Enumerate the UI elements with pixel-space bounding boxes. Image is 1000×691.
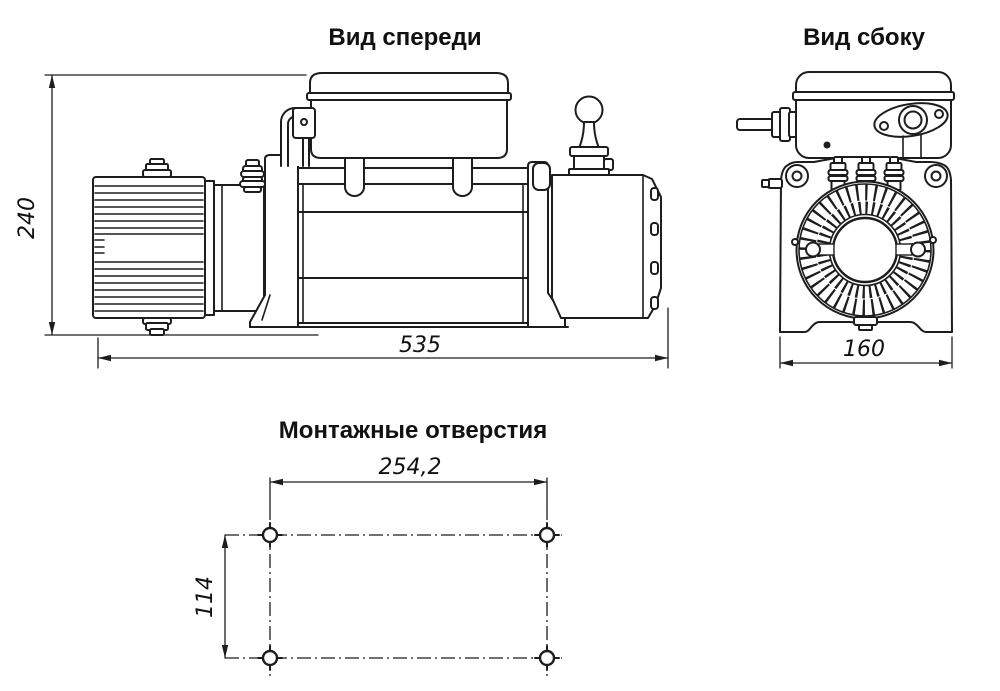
front-view: Вид спереди	[15, 24, 669, 369]
dimension-width-160: 160	[779, 336, 953, 369]
dimension-height-114: 114	[193, 534, 229, 659]
dimension-height-240: 240	[15, 74, 319, 336]
rope-anchor-tab	[532, 162, 551, 191]
side-view-title: Вид сбоку	[803, 24, 926, 51]
motor-top-bolt	[142, 158, 172, 178]
side-view: Вид сбоку	[736, 24, 955, 369]
power-cable	[736, 107, 799, 142]
motor-fan-end	[791, 180, 937, 331]
mounting-hole-top-right	[534, 522, 560, 548]
mounting-view-title: Монтажные отверстия	[279, 417, 547, 444]
gearbox	[551, 95, 662, 319]
mounting-hole-bottom-right	[534, 645, 560, 671]
cable-bracket	[280, 107, 316, 167]
clutch-lever	[568, 95, 614, 176]
control-box	[306, 72, 512, 197]
motor-bottom-bolt	[142, 317, 172, 336]
front-view-title: Вид спереди	[328, 24, 481, 51]
mounting-hole-bottom-left	[257, 645, 283, 671]
mounting-hole-top-left	[257, 522, 283, 548]
breather-fitting	[239, 159, 266, 193]
dim-535-label: 535	[399, 333, 441, 358]
centerlines	[225, 506, 562, 676]
motor	[92, 158, 215, 336]
mounting-holes-view: Монтажные отверстия 254,2 114	[193, 417, 562, 676]
dim-160-label: 160	[843, 337, 885, 362]
dim-240-label: 240	[15, 197, 40, 239]
dim-254-label: 254,2	[379, 455, 442, 480]
control-box-side	[792, 71, 955, 159]
dim-114-label: 114	[193, 576, 218, 618]
remote-socket	[873, 102, 949, 159]
dimension-width-535: 535	[97, 307, 669, 369]
motor-adapter	[213, 159, 266, 312]
drum-bore	[831, 216, 899, 284]
gearbox-clips	[650, 187, 659, 310]
side-bolt	[761, 178, 783, 189]
drum	[295, 167, 531, 324]
terminal-bolts	[827, 156, 905, 191]
dimension-width-254: 254,2	[269, 455, 548, 507]
